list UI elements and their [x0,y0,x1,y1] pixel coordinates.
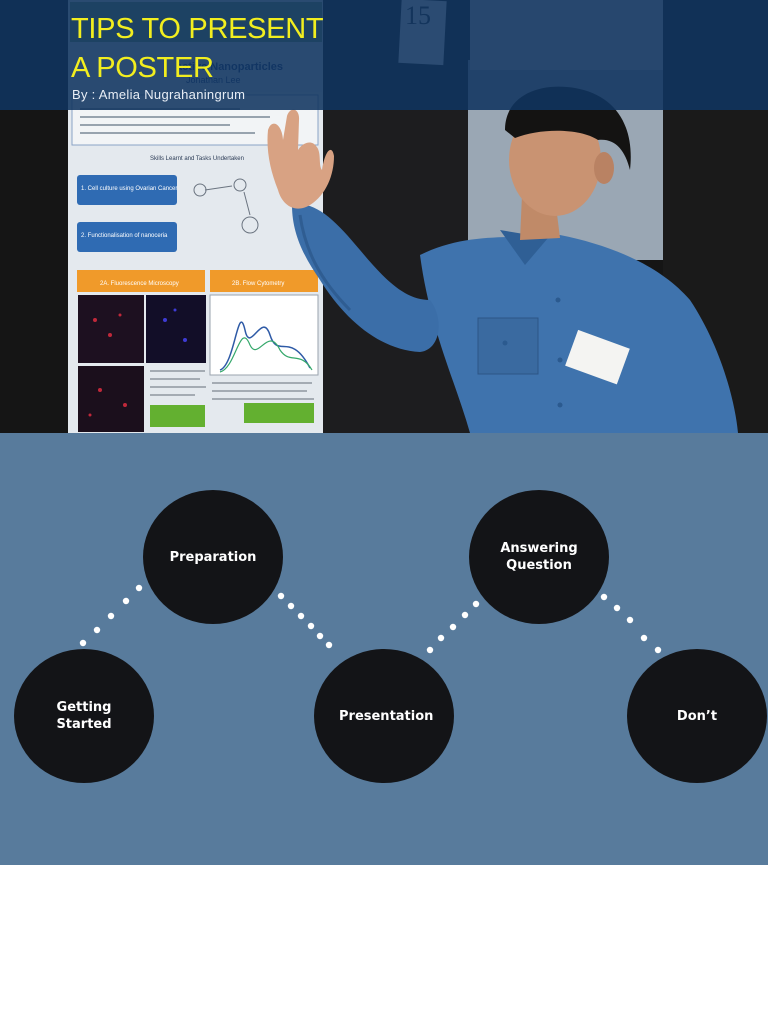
node-preparation[interactable]: Preparation [143,490,283,624]
node-label: Presentation [339,708,434,724]
svg-text:Skills Learnt and Tasks Undert: Skills Learnt and Tasks Undertaken [150,156,244,162]
title-line-2: A POSTER [71,52,214,84]
svg-text:2A. Fluorescence Microscopy: 2A. Fluorescence Microscopy [100,281,179,287]
node-label: Don’t [676,708,718,724]
process-diagram: Getting Started Preparation Presentation… [0,433,768,865]
connector-presentation-answering [426,600,480,654]
connector-preparation-presentation [277,592,333,649]
title-band [0,0,768,110]
connector-getting-started-preparation [79,584,143,647]
node-presentation[interactable]: Presentation [314,649,454,783]
svg-text:1. Cell culture using Ovarian: 1. Cell culture using Ovarian Cancer [81,186,177,192]
svg-text:2B. Flow Cytometry: 2B. Flow Cytometry [232,281,284,287]
node-label: Preparation [169,549,257,565]
dotted-connectors [79,584,662,654]
connector-answering-dont [600,593,662,654]
node-getting-started[interactable]: Getting Started [14,649,154,783]
node-dont[interactable]: Don’t [627,649,767,783]
slide-title: TIPS TO PRESENT A POSTER [71,10,324,88]
title-line-1: TIPS TO PRESENT [71,13,324,45]
author-byline: By : Amelia Nugrahaningrum [72,87,246,102]
node-label: Answering Question [500,541,578,573]
svg-text:2. Functionalisation of nanoce: 2. Functionalisation of nanoceria [81,233,168,239]
hero-photo: 15 active Nanoparticles Jonathan Lee Ski… [0,0,768,433]
node-answering-question[interactable]: Answering Question [469,490,609,624]
node-label: Getting Started [56,700,112,732]
